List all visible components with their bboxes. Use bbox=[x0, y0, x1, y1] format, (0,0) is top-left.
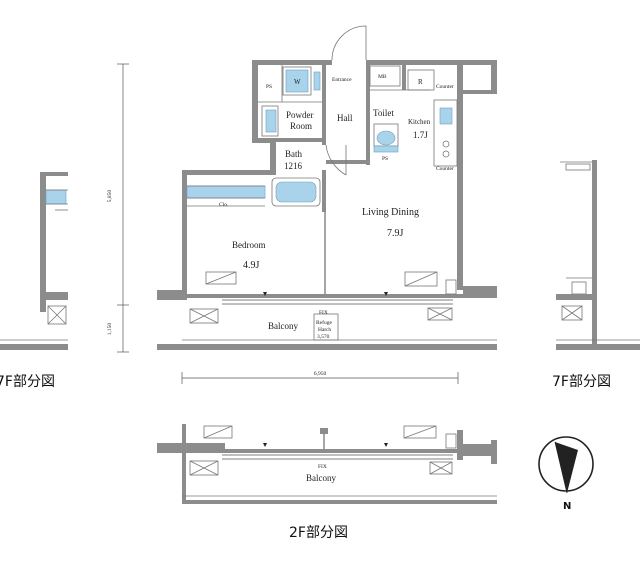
label-balcony-7f: Balcony bbox=[268, 321, 298, 331]
label-fix-2f: FIX bbox=[318, 464, 327, 470]
caption-2f: 2F部分図 bbox=[289, 525, 348, 541]
label-refuge-line3: 3,570 bbox=[317, 334, 330, 340]
dimension-height-bottom: 1,150 bbox=[107, 323, 113, 336]
label-closet: Clo. bbox=[219, 202, 229, 208]
label-mb: MB bbox=[378, 74, 387, 80]
label-entrance: Entrance bbox=[332, 77, 352, 83]
caption-7f-right: 7F部分図 bbox=[552, 374, 611, 390]
label-counter-top: Counter bbox=[436, 84, 454, 90]
label-living-size: 7.9J bbox=[387, 228, 404, 239]
label-bedroom-size: 4.9J bbox=[243, 260, 260, 271]
label-hall: Hall bbox=[337, 113, 353, 123]
label-ps: PS bbox=[266, 84, 272, 90]
label-balcony-2f: Balcony bbox=[306, 473, 336, 483]
left-7f-partial-plan bbox=[0, 172, 68, 350]
label-kitchen: Kitchen bbox=[408, 118, 431, 126]
north-arrow-icon bbox=[538, 436, 594, 494]
caption-7f-left: 7F部分図 bbox=[0, 374, 55, 390]
label-kitchen-size: 1.7J bbox=[413, 130, 428, 140]
label-refuge-line1: Refuge bbox=[316, 319, 332, 326]
label-powder-room-line2: Room bbox=[290, 121, 312, 131]
label-r: R bbox=[418, 78, 423, 86]
dimension-width: 6,950 bbox=[314, 371, 327, 377]
label-living-dining: Living Dining bbox=[362, 207, 419, 218]
north-label: N bbox=[563, 501, 571, 512]
label-w: W bbox=[294, 78, 301, 86]
dimension-height-top: 5,850 bbox=[107, 190, 113, 203]
right-7f-partial-plan bbox=[556, 160, 640, 350]
label-counter-bottom: Counter bbox=[436, 166, 454, 172]
label-ps-lower: PS bbox=[382, 156, 388, 162]
label-fix-7f: FIX bbox=[319, 310, 328, 316]
dimension-lines bbox=[117, 63, 459, 384]
label-bedroom: Bedroom bbox=[232, 240, 266, 250]
2f-partial-plan bbox=[157, 424, 497, 504]
label-refuge-line2: Hatch bbox=[318, 327, 331, 333]
label-toilet: Toilet bbox=[373, 108, 394, 118]
label-bath: Bath bbox=[285, 149, 302, 159]
main-7f-plan bbox=[157, 25, 497, 350]
label-powder-room-line1: Powder bbox=[286, 110, 314, 120]
label-bath-size: 1216 bbox=[284, 161, 303, 171]
